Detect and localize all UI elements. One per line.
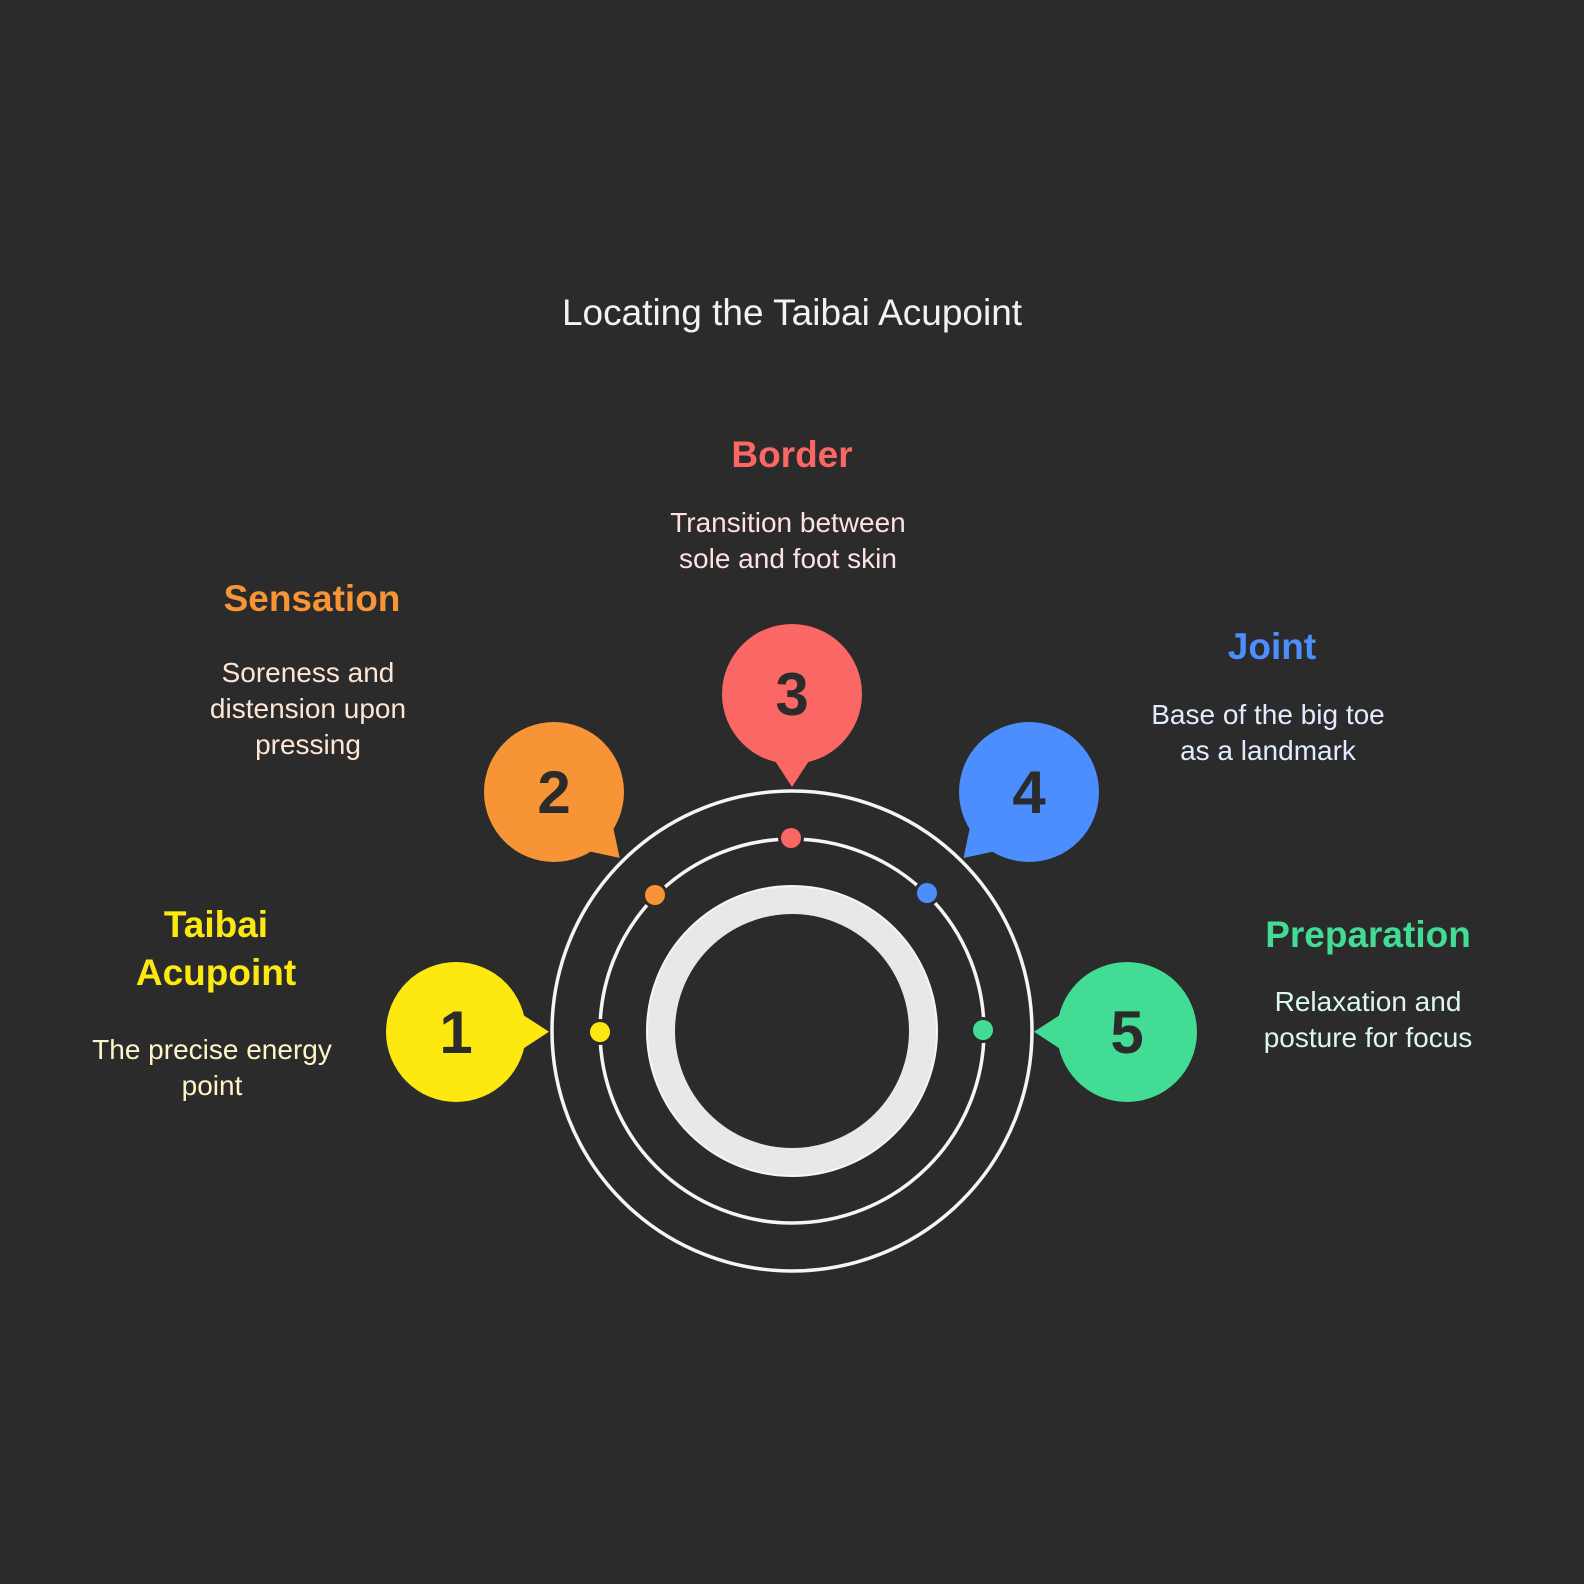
step-description-line: sole and foot skin [679,543,897,574]
step-bubble [1057,962,1197,1102]
outer-orbit [550,789,1034,1273]
orbit-dot [645,885,665,905]
center-ring [647,886,937,1176]
step-heading-line: Acupoint [136,952,296,993]
step-heading-line: Preparation [1265,914,1471,955]
orbit-dot [590,1022,610,1042]
diagram-title: Locating the Taibai Acupoint [562,292,1023,333]
step-description-line: Base of the big toe [1151,699,1385,730]
step-number: 1 [439,999,472,1066]
orbit-dot [973,1020,993,1040]
step-description: Base of the big toe as a landmark [1151,699,1385,766]
step-description-line: as a landmark [1180,735,1357,766]
step-heading: Preparation [1265,914,1471,955]
step-bubble [484,722,624,862]
step-description-line: posture for focus [1264,1022,1473,1053]
step-description: Relaxation and posture for focus [1264,986,1473,1053]
center-ring-edge [646,885,938,1177]
step-number: 2 [537,759,570,826]
step-heading: Sensation [224,578,401,619]
step-number: 4 [1012,759,1046,826]
step-heading-line: Sensation [224,578,401,619]
step-bubble [722,624,862,764]
step-bubble [959,722,1099,862]
step-description-line: distension upon [210,693,406,724]
step-heading-line: Joint [1228,626,1316,667]
step-heading-line: Border [731,434,852,475]
step-number: 3 [775,661,808,728]
step-heading-line: Taibai [164,904,268,945]
step-description-line: Relaxation and [1275,986,1462,1017]
step-description-line: point [182,1070,243,1101]
step-heading: Joint [1228,626,1316,667]
step-bubble [386,962,526,1102]
step-description-line: The precise energy [92,1034,332,1065]
step-heading: Border [731,434,852,475]
step-number: 5 [1110,999,1143,1066]
orbit-dot [781,828,801,848]
orbit-dot [917,883,937,903]
step-description: The precise energy point [92,1034,332,1101]
step-description: Transition between sole and foot skin [670,507,906,574]
step-description: Soreness and distension upon pressing [210,657,406,760]
step-description-line: pressing [255,729,361,760]
step-description-line: Soreness and [222,657,395,688]
step-description-line: Transition between [670,507,906,538]
